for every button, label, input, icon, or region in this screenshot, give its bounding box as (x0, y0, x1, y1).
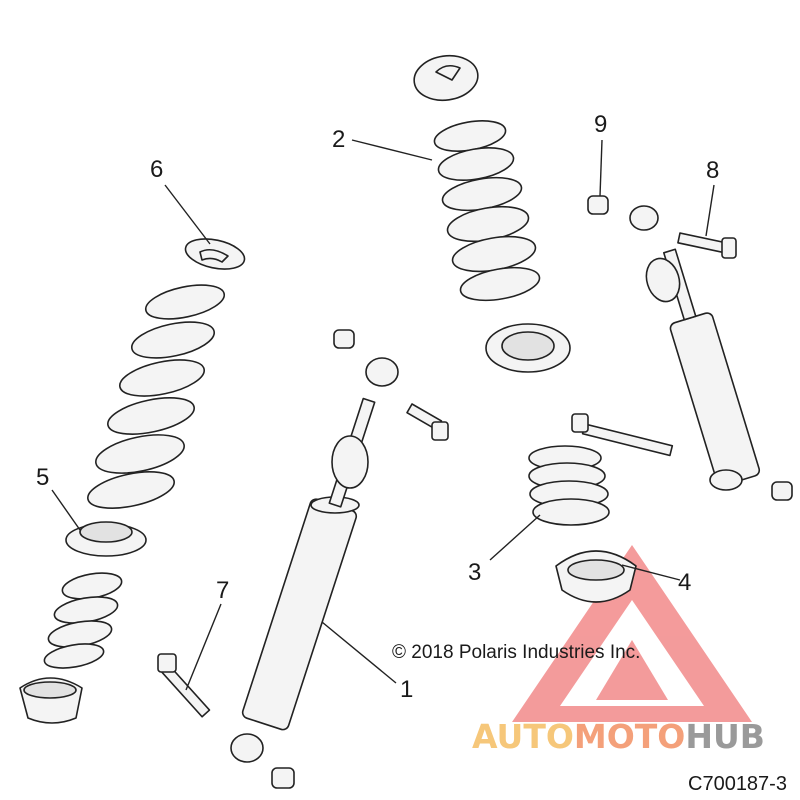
retaining-ring (555, 550, 637, 603)
nut-bottom (271, 767, 295, 789)
watermark-hub: HUB (685, 717, 765, 756)
leader-lines (51, 139, 715, 691)
leader-7 (185, 603, 222, 691)
nut-far-right (771, 481, 793, 501)
watermark-text: AUTOMOTOHUB (472, 717, 765, 756)
leader-5 (51, 489, 81, 531)
leader-6 (164, 184, 211, 245)
spring-cup-left (19, 677, 83, 724)
nut-top-right (587, 195, 609, 215)
spring-retainer-clip-left (184, 238, 246, 270)
coil-spring-small-left (43, 572, 123, 669)
nut-shock-top (333, 329, 355, 349)
callout-8: 8 (706, 157, 719, 184)
leader-1 (321, 621, 397, 684)
leader-9 (599, 139, 603, 197)
watermark-auto: AUTO (472, 717, 574, 756)
coil-spring-main (433, 120, 541, 302)
leader-8 (705, 184, 715, 237)
leader-4 (621, 564, 681, 581)
spring-seat-center (485, 323, 571, 373)
watermark-triangle-inner (596, 640, 668, 700)
bolt-short-center (406, 403, 449, 441)
callout-1: 1 (400, 676, 413, 703)
copyright-notice: © 2018 Polaris Industries Inc. (392, 642, 640, 663)
spring-seat-left (65, 521, 147, 557)
callout-3: 3 (468, 559, 481, 586)
bolt-long-left (157, 653, 211, 718)
watermark-triangle (512, 545, 752, 722)
shock-absorber-right (629, 205, 761, 491)
figure-id: C700187-3 (688, 773, 787, 795)
callout-4: 4 (678, 569, 691, 596)
coil-spring-small-center (528, 445, 610, 526)
callout-2: 2 (332, 126, 345, 153)
bolt-long-center (571, 413, 674, 457)
callout-7: 7 (216, 577, 229, 604)
callout-6: 6 (150, 156, 163, 183)
callout-9: 9 (594, 111, 607, 138)
shock-absorber-main (230, 357, 399, 763)
leader-3 (489, 514, 541, 561)
watermark-logo (512, 545, 752, 722)
spring-retainer-clip-top (413, 54, 479, 102)
watermark-moto: MOTO (574, 717, 685, 756)
bolt-right (677, 232, 737, 259)
coil-spring-large-left (87, 284, 226, 509)
callout-5: 5 (36, 464, 49, 491)
leader-2 (351, 139, 433, 161)
